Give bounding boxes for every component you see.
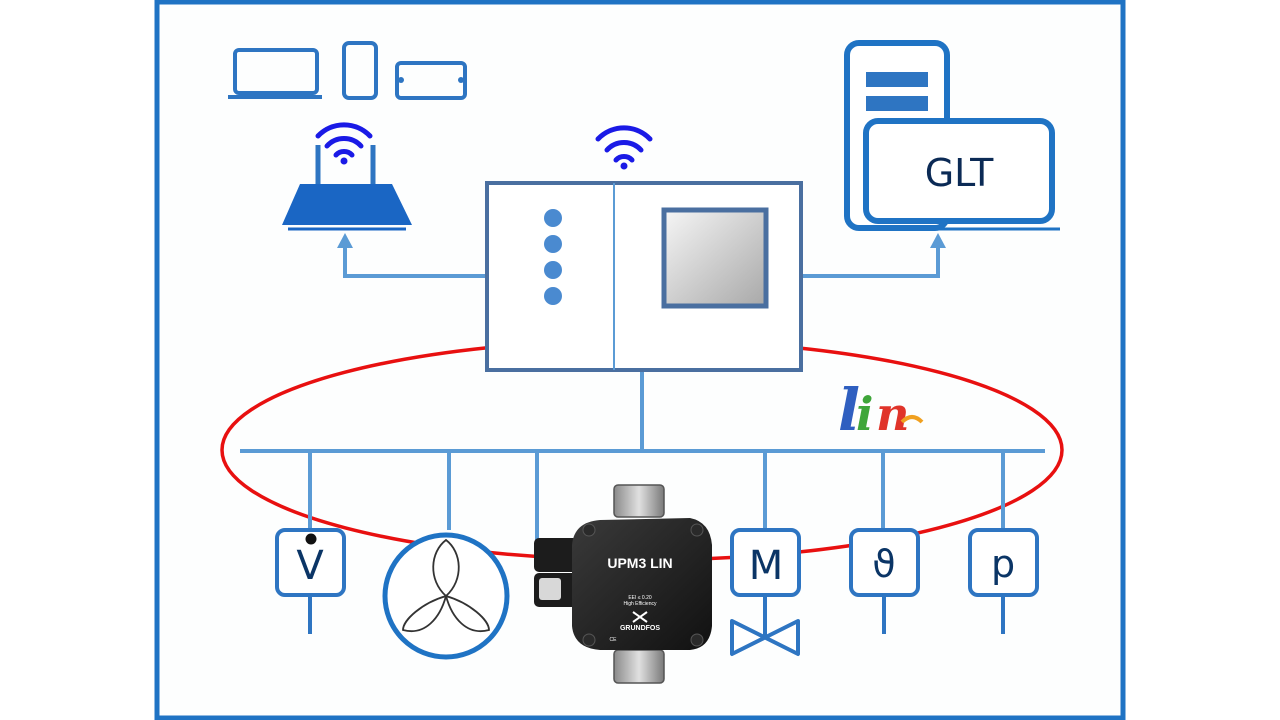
glt-workstation-icon: GLT <box>860 118 1060 231</box>
smartphone-icon <box>342 41 378 100</box>
pump-ce-mark: CE <box>610 637 618 643</box>
arrow-heads <box>337 233 946 248</box>
connection-lines <box>240 245 1045 545</box>
circulation-pump: UPM3 LIN EEI ≤ 0.20 High Efficiency GRUN… <box>534 484 712 684</box>
lin-letter-n: n <box>876 387 909 441</box>
display-screen <box>661 207 769 309</box>
lin-letter-l: l <box>838 376 860 444</box>
glt-label: GLT <box>925 151 994 195</box>
sensor-symbol-pressure: p <box>991 542 1015 586</box>
motor-valve: M <box>730 528 801 656</box>
pump-efficiency-text: EEI ≤ 0.20 <box>628 595 652 601</box>
sensor-symbol-motor: M <box>749 543 784 589</box>
valve-icon <box>730 619 800 656</box>
grundfos-logo-icon <box>632 611 648 623</box>
laptop-icon <box>228 48 322 99</box>
pump-efficiency-text-2: High Efficiency <box>624 601 657 607</box>
lin-letter-i: i <box>856 387 873 441</box>
pressure-sensor: p <box>968 528 1039 634</box>
sensor-symbol-temperature: ϑ <box>872 542 896 586</box>
lin-logo: l i n <box>838 376 924 444</box>
flow-sensor: V <box>275 528 346 634</box>
pump-brand-label: GRUNDFOS <box>620 625 660 632</box>
pump-model-label: UPM3 LIN <box>607 555 672 571</box>
fan-icon <box>382 532 510 660</box>
router-icon <box>282 145 412 231</box>
flow-dot <box>305 533 317 545</box>
wifi-icon <box>315 122 373 165</box>
controller-box <box>485 181 803 372</box>
sensor-symbol-flow: V <box>296 543 324 589</box>
wifi-icon <box>595 125 653 170</box>
temperature-sensor: ϑ <box>849 528 920 634</box>
tablet-icon <box>395 61 467 100</box>
